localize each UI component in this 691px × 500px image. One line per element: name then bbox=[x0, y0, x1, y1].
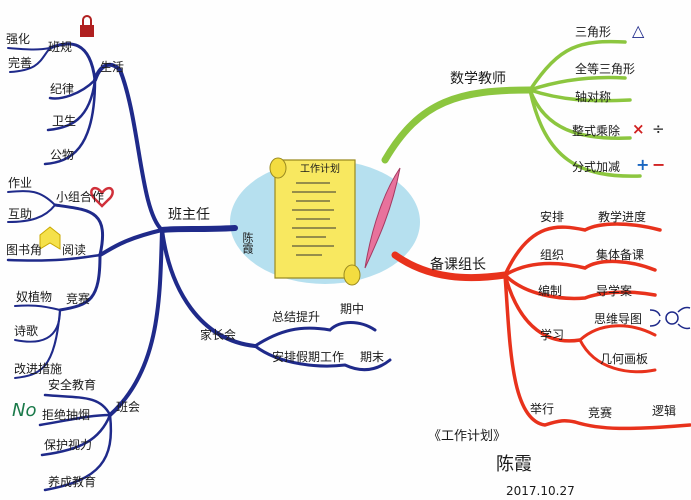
times-icon: × bbox=[632, 120, 645, 138]
book-icon bbox=[39, 226, 61, 250]
scroll-icon bbox=[269, 157, 361, 286]
node-math-teacher: 数学教师 bbox=[450, 71, 506, 87]
node-final: 期末 bbox=[360, 350, 385, 364]
node-contest: 竞赛 bbox=[66, 292, 91, 306]
node-head-teacher: 班主任 bbox=[168, 207, 210, 223]
no-mark: No bbox=[12, 400, 37, 421]
node-poly-mult: 整式乘除 bbox=[572, 124, 621, 138]
minus-icon: − bbox=[652, 155, 666, 174]
node-discipline: 纪律 bbox=[50, 82, 75, 96]
node-midterm: 期中 bbox=[340, 302, 365, 316]
triangle-icon: △ bbox=[632, 21, 645, 40]
node-poetry: 诗歌 bbox=[14, 324, 39, 338]
node-habit-edu: 养成教育 bbox=[48, 475, 97, 489]
node-summary: 总结提升 bbox=[272, 310, 321, 324]
node-life: 生活 bbox=[100, 60, 125, 74]
node-homework: 作业 bbox=[8, 176, 33, 190]
node-class-rules: 班规 bbox=[48, 40, 73, 54]
quill-icon bbox=[364, 167, 401, 269]
node-hold: 举行 bbox=[530, 402, 555, 416]
node-frac-add: 分式加减 bbox=[572, 160, 621, 174]
plus-icon: + bbox=[636, 155, 650, 174]
center-author: 陈霞 bbox=[241, 232, 254, 254]
node-logic: 逻辑 bbox=[652, 404, 677, 418]
node-strengthen: 强化 bbox=[6, 32, 31, 46]
signature-date: 2017.10.27 bbox=[506, 484, 575, 498]
node-group-work: 小组合作 bbox=[56, 190, 105, 204]
node-safety-edu: 安全教育 bbox=[48, 378, 97, 392]
node-book-corner: 图书角 bbox=[6, 243, 43, 257]
node-study-guide: 导学案 bbox=[596, 284, 633, 298]
node-geometry-sketchpad: 几何画板 bbox=[600, 352, 649, 366]
node-mind-map: 思维导图 bbox=[594, 312, 643, 326]
node-parent-meeting: 家长会 bbox=[200, 328, 237, 342]
node-organize: 组织 bbox=[540, 248, 565, 262]
node-triangle: 三角形 bbox=[575, 25, 612, 39]
node-public-property: 公物 bbox=[50, 148, 75, 162]
node-eyesight: 保护视力 bbox=[44, 438, 93, 452]
node-hygiene: 卫生 bbox=[52, 114, 77, 128]
node-measures: 改进措施 bbox=[14, 362, 63, 376]
signature-title: 《工作计划》 bbox=[428, 429, 507, 444]
node-prep-leader: 备课组长 bbox=[430, 257, 486, 273]
node-no-smoking: 拒绝抽烟 bbox=[42, 408, 91, 422]
node-class-meeting: 班会 bbox=[116, 400, 141, 414]
node-mutual-help: 互助 bbox=[8, 207, 33, 221]
node-competition: 竞赛 bbox=[588, 406, 613, 420]
heart-icon bbox=[90, 187, 114, 208]
node-congruent: 全等三角形 bbox=[575, 62, 636, 76]
scroll-title: 工作计划 bbox=[300, 164, 340, 175]
node-plants: 奴植物 bbox=[16, 290, 53, 304]
node-arrange: 安排 bbox=[540, 210, 565, 224]
lock-icon bbox=[80, 15, 94, 37]
node-compile: 编制 bbox=[538, 284, 563, 298]
node-axial-symmetry: 轴对称 bbox=[575, 90, 612, 104]
node-improve: 完善 bbox=[8, 56, 33, 70]
node-teaching-progress: 教学进度 bbox=[598, 210, 647, 224]
node-learn: 学习 bbox=[540, 328, 565, 342]
signature-name: 陈霞 bbox=[496, 454, 532, 475]
node-holiday-plan: 安排假期工作 bbox=[272, 350, 345, 364]
mindmap-doodle-icon bbox=[649, 306, 691, 330]
divide-icon: ÷ bbox=[652, 120, 665, 138]
node-group-prep: 集体备课 bbox=[596, 248, 645, 262]
node-reading: 阅读 bbox=[62, 243, 87, 257]
